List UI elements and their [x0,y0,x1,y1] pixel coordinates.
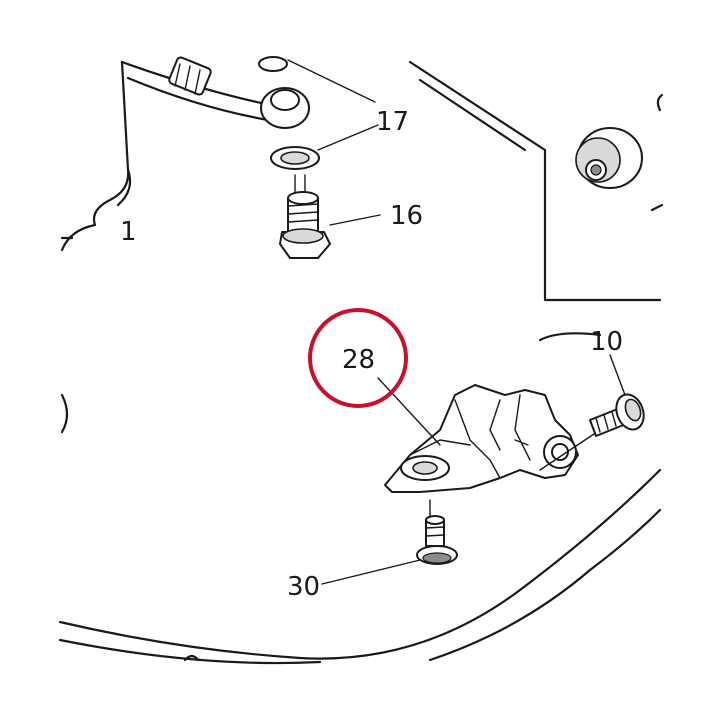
brake-hose [60,56,272,252]
banjo-fitting [258,56,310,211]
mounting-bolt-30 [416,499,458,565]
leader-lines [287,59,626,585]
grommet [575,127,643,189]
highlight-circle [308,308,408,408]
sealing-washer [270,146,320,170]
callout-28: 28 [342,345,375,375]
callout-10: 10 [590,327,623,357]
callout-1: 1 [120,217,137,247]
base-plate [58,468,662,665]
callout-30: 30 [287,572,320,602]
banjo-bolt [279,191,331,259]
mounting-bolt-10 [539,393,645,471]
caliper-bracket [384,384,579,493]
callout-17: 17 [376,107,409,137]
callout-16: 16 [390,201,423,231]
housing-outline [60,60,664,434]
